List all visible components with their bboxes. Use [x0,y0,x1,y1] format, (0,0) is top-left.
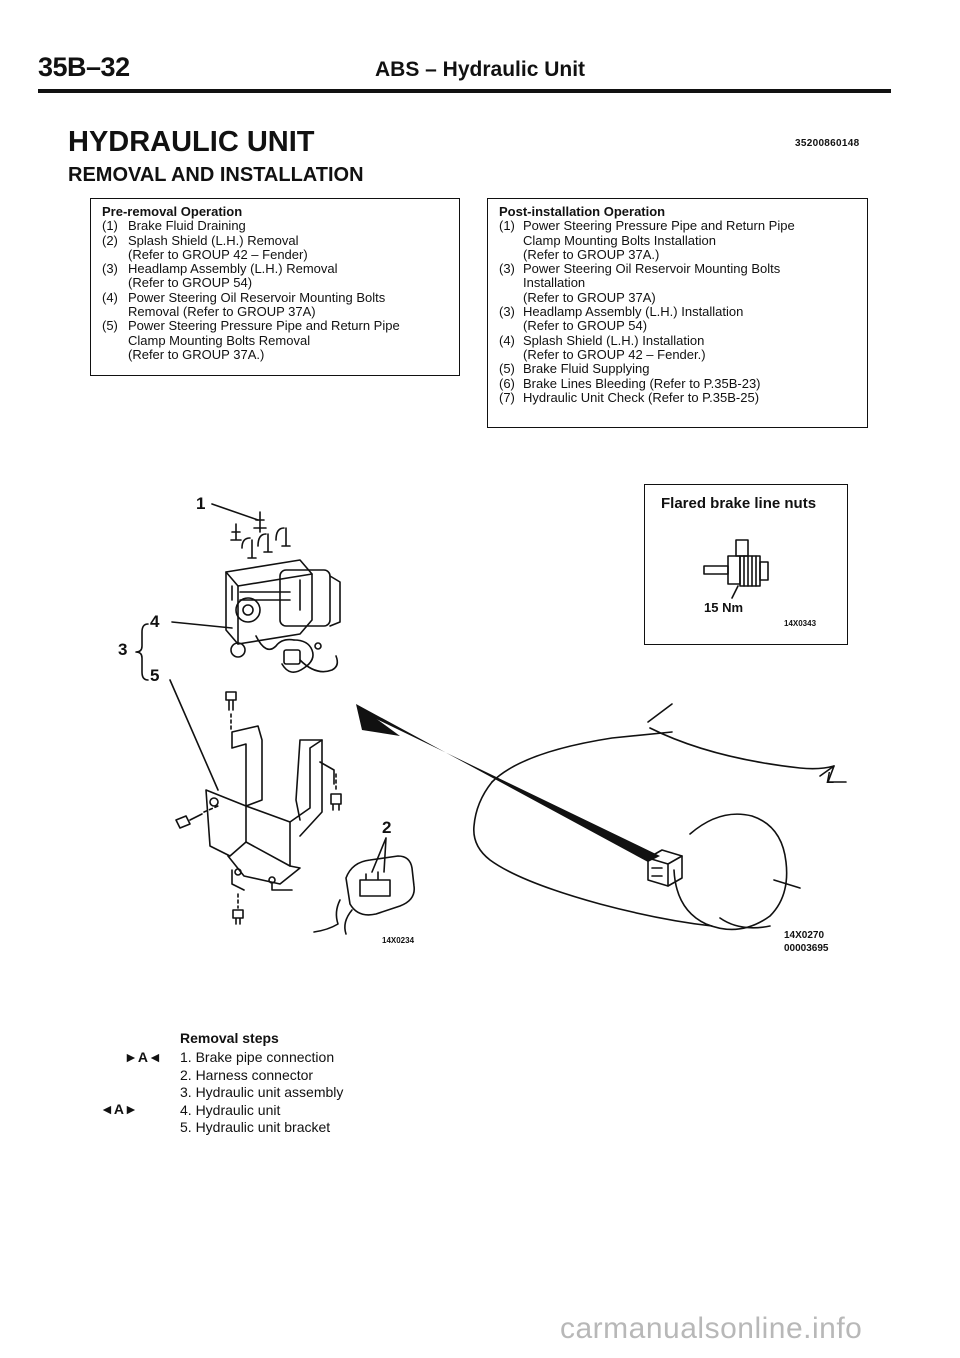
post-installation-list: (1) Power Steering Pressure Pipe and Retu… [499,218,857,405]
operation-item-text: Splash Shield (L.H.) Removal (Refer to G… [128,232,308,262]
operation-item-text: Power Steering Oil Reservoir Mounting Bo… [523,261,781,305]
operation-item: (4) Splash Shield (L.H.) Installation (Re… [499,332,857,363]
bracket-bolt-right [330,773,342,811]
post-installation-title: Post-installation Operation [499,204,666,219]
operation-item: (1) Brake Fluid Draining [102,218,449,234]
harness-connector [313,837,416,935]
operation-item: (5) Power Steering Pressure Pipe and Retu… [102,319,449,362]
operation-item-text: Headlamp Assembly (L.H.) Removal (Refer … [128,261,338,291]
operation-item-number: (1) [102,218,118,234]
callout-4: 4 [150,612,160,631]
operation-item-number: (3) [499,304,515,320]
callout-brace-3 [135,623,149,681]
vehicle-front-outline [473,703,847,931]
service-point-a-install-symbol: ►A◄ [124,1049,162,1065]
torque-spec-box [644,484,848,645]
operation-item-number: (2) [102,232,118,248]
operation-item: (6) Brake Lines Bleeding (Refer to P.35B-… [499,375,857,391]
footer-watermark: carmanualsonline.info [560,1312,863,1345]
callout-2: 2 [382,818,392,837]
operation-item-number: (5) [102,318,118,334]
operation-item-text: Brake Fluid Draining [128,218,246,234]
operation-item-text: Power Steering Pressure Pipe and Return … [523,218,795,262]
operation-item: (2) Splash Shield (L.H.) Removal (Refer t… [102,232,449,263]
removal-steps-list: 1. Brake pipe connection 2. Harness conn… [180,1049,343,1137]
operation-item: (3) Headlamp Assembly (L.H.) Installation… [499,304,857,334]
flare-nut-icon [703,539,769,599]
callout-leader-5 [169,679,219,791]
page-number: 35B–32 [38,52,130,82]
operation-item-number: (4) [102,289,118,305]
callout-leader-4 [171,621,233,629]
removal-step: 1. Brake pipe connection [180,1049,335,1065]
location-pointer-wedge [356,704,660,862]
vehicle-side-label: L [826,770,835,787]
operation-item: (3) Power Steering Oil Reservoir Mounting… [499,261,857,305]
service-point-a-remove-symbol: ◄A► [100,1101,138,1117]
operation-item-text: Power Steering Oil Reservoir Mounting Bo… [128,289,386,320]
pre-removal-box: Pre-removal Operation (1) Brake Fluid Dra… [90,198,460,376]
callout-5: 5 [150,666,160,685]
hydraulic-unit-body [225,559,341,673]
torque-value: 15 Nm [704,600,744,615]
operation-item-text: Headlamp Assembly (L.H.) Installation (R… [523,304,744,334]
operation-item-number: (5) [499,361,515,377]
operation-item-text: Power Steering Pressure Pipe and Return … [128,318,400,362]
bracket-bolt-side [175,805,219,829]
section-subtitle: REMOVAL AND INSTALLATION [68,164,364,186]
callout-1: 1 [196,494,206,513]
operation-item-number: (4) [499,332,515,348]
pre-removal-title: Pre-removal Operation [102,204,243,219]
brake-pipe-fittings [230,511,291,559]
section-title: HYDRAULIC UNIT [68,126,315,158]
header-rule [38,89,891,93]
operation-item-number: (3) [102,261,118,277]
figure-code-right-2: 00003695 [784,943,829,954]
torque-spec-title: Flared brake line nuts [661,495,817,512]
operation-item-number: (1) [499,218,515,234]
hydraulic-unit-bracket [205,725,335,891]
operation-item: (4) Power Steering Oil Reservoir Mounting… [102,289,449,320]
figure-code-right-1: 14X0270 [784,930,825,941]
operation-item-number: (7) [499,389,515,405]
callout-leader-1 [211,503,259,521]
operation-item: (3) Headlamp Assembly (L.H.) Removal (Ref… [102,261,449,291]
page-header-title: ABS – Hydraulic Unit [375,58,586,81]
removal-steps-title: Removal steps [180,1030,279,1046]
operation-item-text: Hydraulic Unit Check (Refer to P.35B-25) [523,389,760,405]
torque-figure-code: 14X0343 [784,619,817,628]
removal-step: 2. Harness connector [180,1066,314,1083]
operation-item: (1) Power Steering Pressure Pipe and Retu… [499,218,857,262]
pre-removal-list: (1) Brake Fluid Draining (2) Splash Shield … [102,218,449,362]
operation-item-text: Brake Fluid Supplying [523,361,650,377]
operation-item: (5) Brake Fluid Supplying [499,361,857,377]
callout-3: 3 [118,640,128,659]
removal-step: 4. Hydraulic unit [180,1101,281,1118]
operation-item-number: (3) [499,261,515,277]
operation-item: (7) Hydraulic Unit Check (Refer to P.35B-… [499,389,857,405]
hydraulic-unit-location [647,849,683,887]
removal-step: 5. Hydraulic unit bracket [180,1119,331,1135]
removal-step: 3. Hydraulic unit assembly [180,1084,344,1100]
operation-item-text: Brake Lines Bleeding (Refer to P.35B-23) [523,375,761,391]
bracket-bolt-top [225,691,237,733]
operation-item-text: Splash Shield (L.H.) Installation (Refer… [523,332,706,362]
post-installation-box: Post-installation Operation (1) Power Ste… [487,198,868,428]
figure-code-left: 14X0234 [382,936,415,945]
bracket-bolt-bottom [232,893,244,925]
section-code: 35200860148 [795,138,860,149]
operation-item-number: (6) [499,375,515,391]
